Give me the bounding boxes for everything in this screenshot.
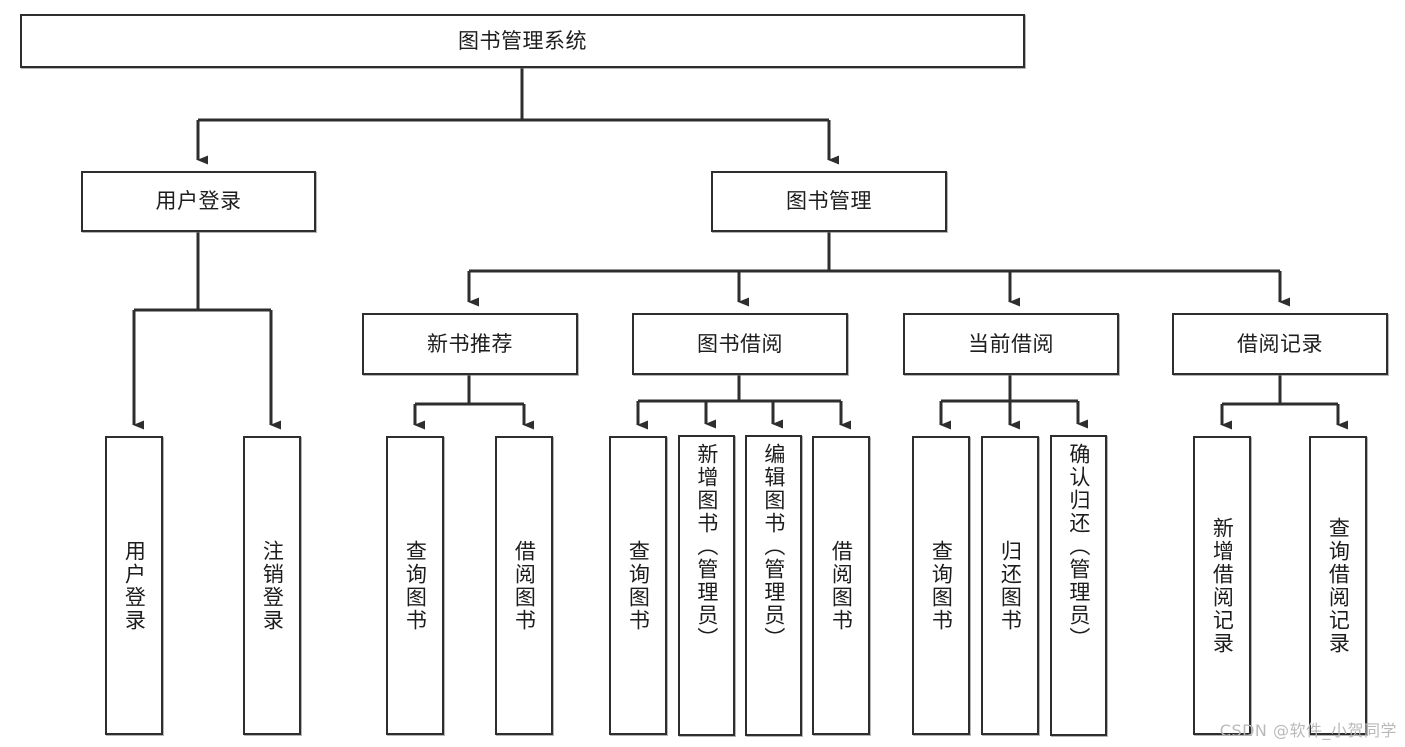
csdn-watermark: CSDN @软件_小贺同学 — [1219, 721, 1397, 740]
node-leaf-confirm-return[interactable]: 确认归还（管理员） — [1050, 435, 1107, 736]
node-book-borrow[interactable]: 图书借阅 — [632, 313, 848, 375]
node-leaf-add-book[interactable]: 新增图书（管理员） — [678, 435, 735, 736]
node-leaf-query-book-3[interactable]: 查询图书 — [912, 436, 970, 735]
node-leaf-user-login-label: 用户登录 — [122, 539, 147, 632]
node-leaf-borrow-book-2[interactable]: 借阅图书 — [812, 436, 870, 735]
node-leaf-query-record[interactable]: 查询借阅记录 — [1309, 436, 1367, 735]
node-leaf-query-book-2[interactable]: 查询图书 — [609, 436, 667, 735]
node-leaf-add-record[interactable]: 新增借阅记录 — [1193, 436, 1251, 735]
node-borrow-record[interactable]: 借阅记录 — [1172, 313, 1388, 375]
node-root-label: 图书管理系统 — [458, 28, 587, 53]
node-leaf-query-book-1-label: 查询图书 — [403, 539, 428, 632]
node-borrow-record-label: 借阅记录 — [1237, 331, 1323, 356]
node-root[interactable]: 图书管理系统 — [20, 14, 1025, 68]
node-user-login[interactable]: 用户登录 — [81, 171, 316, 232]
node-leaf-confirm-return-label: 确认归还（管理员） — [1066, 443, 1091, 650]
node-user-login-label: 用户登录 — [155, 189, 242, 214]
node-book-management-label: 图书管理 — [786, 189, 872, 214]
node-leaf-query-book-3-label: 查询图书 — [929, 539, 954, 632]
node-leaf-return-book-label: 归还图书 — [998, 539, 1023, 632]
node-book-borrow-label: 图书借阅 — [697, 331, 783, 356]
node-leaf-borrow-book-1[interactable]: 借阅图书 — [495, 436, 553, 735]
node-leaf-borrow-book-1-label: 借阅图书 — [512, 539, 537, 632]
node-leaf-return-book[interactable]: 归还图书 — [981, 436, 1039, 735]
node-leaf-edit-book[interactable]: 编辑图书（管理员） — [745, 435, 802, 736]
node-leaf-add-book-label: 新增图书（管理员） — [694, 443, 719, 650]
node-leaf-user-logout-label: 注销登录 — [260, 539, 285, 632]
node-leaf-query-book-1[interactable]: 查询图书 — [386, 436, 444, 735]
node-new-book-recommend-label: 新书推荐 — [427, 331, 513, 356]
node-leaf-query-book-2-label: 查询图书 — [626, 539, 651, 632]
node-leaf-add-record-label: 新增借阅记录 — [1210, 516, 1235, 655]
node-leaf-user-login[interactable]: 用户登录 — [105, 436, 163, 735]
node-current-borrow-label: 当前借阅 — [968, 331, 1054, 356]
node-new-book-recommend[interactable]: 新书推荐 — [362, 313, 578, 375]
node-book-management[interactable]: 图书管理 — [711, 171, 947, 232]
node-leaf-edit-book-label: 编辑图书（管理员） — [761, 443, 786, 650]
node-leaf-query-record-label: 查询借阅记录 — [1326, 516, 1351, 655]
node-leaf-borrow-book-2-label: 借阅图书 — [829, 539, 854, 632]
node-leaf-user-logout[interactable]: 注销登录 — [243, 436, 301, 735]
node-current-borrow[interactable]: 当前借阅 — [903, 313, 1119, 375]
